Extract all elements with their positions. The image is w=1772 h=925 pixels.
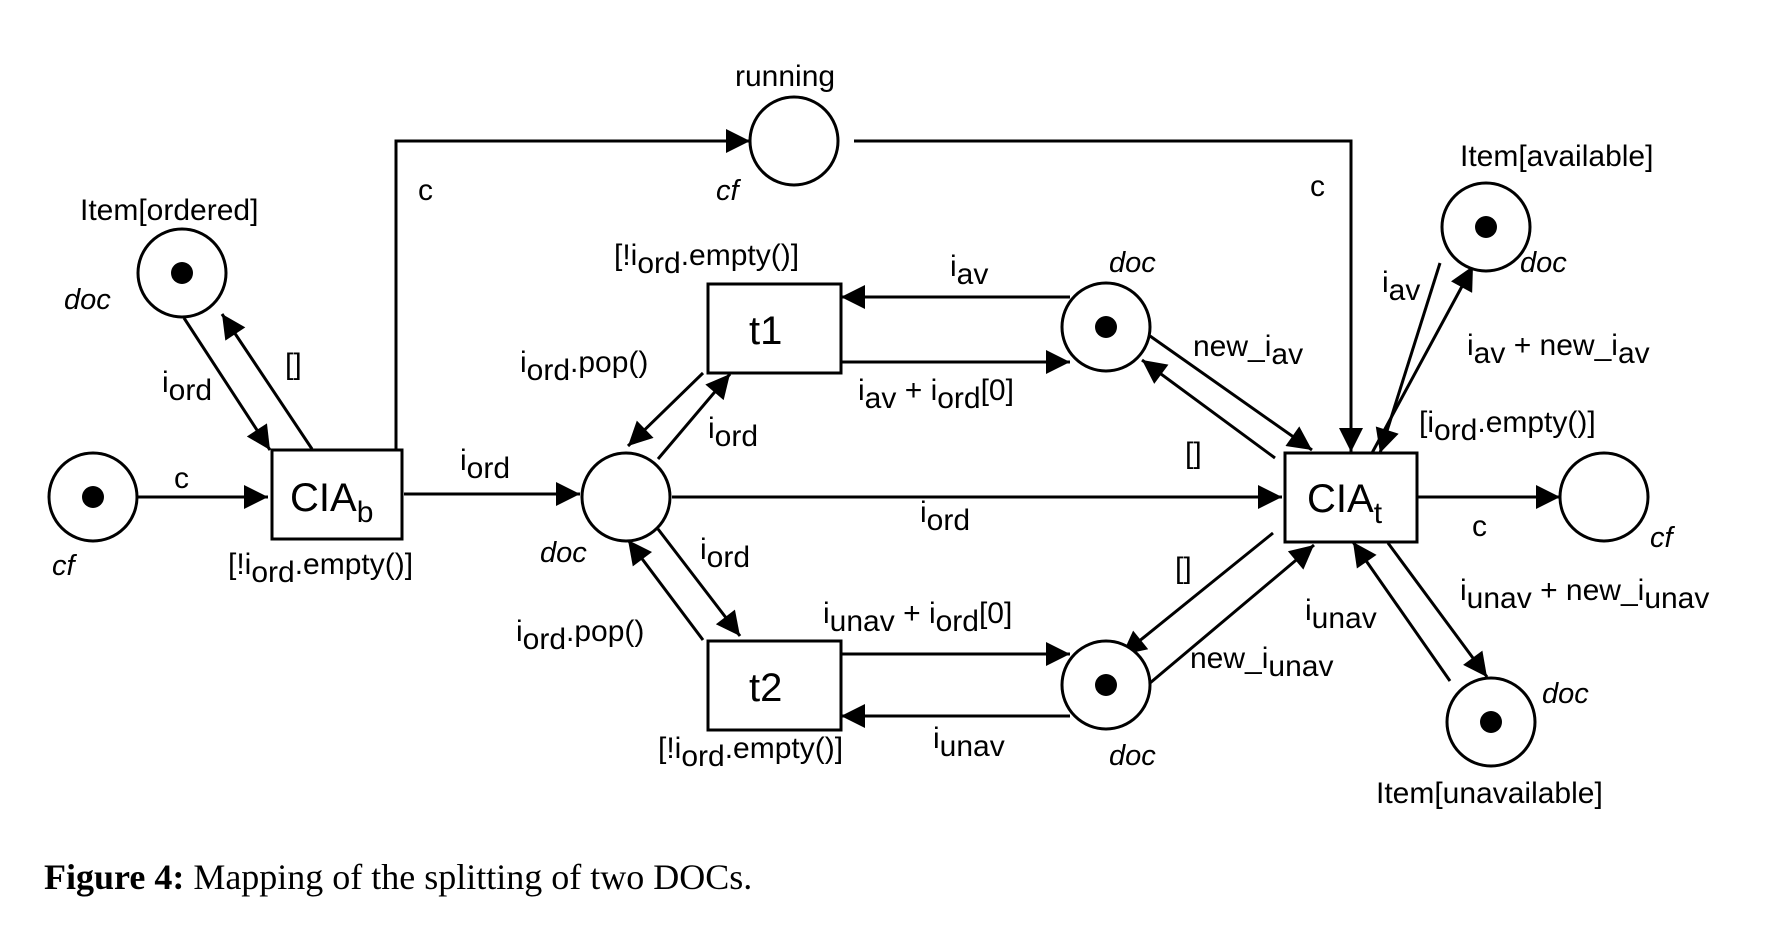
place-item-unavailable-type: doc xyxy=(1542,678,1589,710)
transitions xyxy=(270,282,1419,732)
token xyxy=(1095,316,1117,338)
arcs xyxy=(138,129,1560,728)
arc-label-c-start: c xyxy=(174,462,189,495)
token xyxy=(171,262,193,284)
ciab-name: CIAb xyxy=(290,476,373,529)
place-running-name: running xyxy=(735,60,835,93)
arc-item-unavailable-to-ciat xyxy=(1351,541,1452,682)
t2-name: t2 xyxy=(749,666,782,710)
arc-label-new-iunav: new_iunav xyxy=(1190,642,1333,683)
arc-label-iord-ciab-doc: iord xyxy=(460,444,510,485)
arc-label-iord-doc-t1: iord xyxy=(708,412,758,453)
arc-label-iunav-item-unavailable: iunav xyxy=(1305,594,1377,635)
arc-label-new-iav: new_iav xyxy=(1193,330,1303,371)
tokens xyxy=(82,216,1502,733)
t2-guard: [!iord.empty()] xyxy=(658,732,843,773)
place-cf-end xyxy=(1558,451,1650,543)
place-doc-center xyxy=(580,451,672,543)
arc-label-iord-pop-t1: iord.pop() xyxy=(520,346,648,387)
place-cf-end-type: cf xyxy=(1650,522,1676,554)
place-cf-start-type: cf xyxy=(52,550,78,582)
arc-label-empty-av: [] xyxy=(1185,437,1202,470)
place-doc-center-type: doc xyxy=(540,537,587,569)
place-doc-av-type: doc xyxy=(1109,247,1156,279)
arc-label-c-running-in: c xyxy=(418,174,433,207)
place-item-unavailable-name: Item[unavailable] xyxy=(1376,777,1603,810)
arc-ciab-to-item-ordered xyxy=(220,313,314,450)
place-running-type: cf xyxy=(716,175,742,207)
ciat-guard: [iord.empty()] xyxy=(1419,406,1596,447)
arc-doc-center-to-t1 xyxy=(656,373,732,460)
token xyxy=(1480,711,1502,733)
arc-label-iord-pop-t2: iord.pop() xyxy=(516,615,644,656)
arc-label-iunav-plus-iord0: iunav + iord[0] xyxy=(823,597,1012,638)
transition-t1 xyxy=(706,282,843,375)
arc-ciat-to-doc-av xyxy=(1141,358,1276,460)
arc-label-iord-item-ordered: iord xyxy=(162,366,212,407)
arc-label-empty-unav: [] xyxy=(1175,552,1192,585)
arc-ciab-to-running xyxy=(394,129,750,450)
place-doc-unav-type: doc xyxy=(1109,740,1156,772)
place-item-ordered-type: doc xyxy=(64,284,111,316)
arc-doc-unav-to-ciat xyxy=(1149,543,1315,685)
token xyxy=(82,486,104,508)
arc-label-iav-item-available: iav xyxy=(1382,266,1420,307)
arc-label-c-end: c xyxy=(1472,510,1487,543)
place-running xyxy=(748,95,840,187)
place-item-available-name: Item[available] xyxy=(1460,140,1653,173)
arc-running-to-ciat xyxy=(854,139,1363,452)
arc-t2-to-doc-center xyxy=(626,539,705,641)
token xyxy=(1475,216,1497,238)
arc-label-c-running-out: c xyxy=(1310,170,1325,203)
ciab-guard: [!iord.empty()] xyxy=(228,548,413,589)
arc-label-empty-item-ordered: [] xyxy=(285,348,302,381)
arc-doc-center-to-t2 xyxy=(656,528,742,637)
transition-t2 xyxy=(706,639,843,732)
arc-doc-av-to-ciat xyxy=(1149,334,1313,452)
arc-label-iav-t1: iav xyxy=(950,250,988,291)
arc-label-iord-doc-t2: iord xyxy=(700,533,750,574)
transition-ciat xyxy=(1283,451,1419,544)
t1-guard: [!iord.empty()] xyxy=(614,239,799,280)
transition-ciab xyxy=(270,448,404,541)
arc-t1-to-doc-center xyxy=(626,371,705,448)
arc-item-ordered-to-ciab xyxy=(182,317,272,451)
arc-ciat-to-doc-unav xyxy=(1121,531,1274,657)
figure-caption-label: Figure 4: xyxy=(44,857,185,897)
t1-name: t1 xyxy=(749,309,782,353)
arc-label-iav-plus-new-iav: iav + new_iav xyxy=(1467,329,1650,370)
arc-label-iunav-t2: iunav xyxy=(933,722,1005,763)
figure-caption: Figure 4: Mapping of the splitting of tw… xyxy=(44,856,752,898)
token xyxy=(1095,674,1117,696)
arc-label-iunav-plus-new-iunav: iunav + new_iunav xyxy=(1460,574,1709,615)
ciat-name: CIAt xyxy=(1307,477,1383,530)
arc-ciat-to-item-unavailable xyxy=(1386,542,1489,678)
arc-label-iord-doc-ciat: iord xyxy=(920,496,970,537)
places xyxy=(47,95,1650,768)
place-item-ordered-name: Item[ordered] xyxy=(80,194,258,227)
figure-caption-text: Mapping of the splitting of two DOCs. xyxy=(184,857,753,897)
place-item-available-type: doc xyxy=(1520,247,1567,279)
arc-item-available-to-ciat xyxy=(1375,262,1442,454)
arc-label-iav-plus-iord0: iav + iord[0] xyxy=(858,374,1014,415)
